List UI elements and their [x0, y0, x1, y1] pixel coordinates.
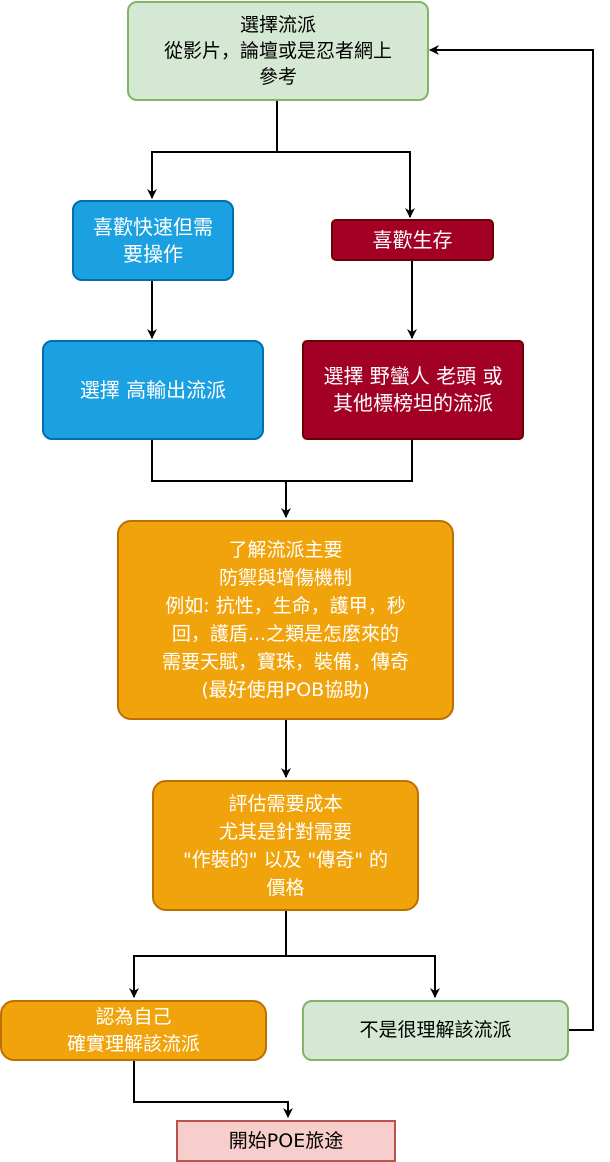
- choose-tank-node: 選擇 野蠻人 老頭 或 其他標榜坦的流派: [302, 340, 524, 440]
- understand-no-node: 不是很理解該流派: [302, 1000, 569, 1061]
- like-fast-text: 喜歡快速但需 要操作: [93, 214, 213, 266]
- edge-choose-to-survive: [277, 151, 415, 218]
- choose-build-text: 選擇流派 從影片，論壇或是忍者網上 參考: [163, 14, 392, 88]
- choose-build-node: 選擇流派 從影片，論壇或是忍者網上 參考: [127, 1, 429, 101]
- understand-defense-node: 了解流派主要 防禦與增傷機制 例如: 抗性，生命，護甲，秒 回，護盾...之類是…: [117, 520, 454, 720]
- edge-evaluate-to-no: [286, 955, 440, 998]
- evaluate-cost-node: 評估需要成本 尤其是針對需要 "作裝的" 以及 "傳奇" 的 價格: [152, 780, 419, 911]
- edge-tank-to-understand: [281, 440, 413, 518]
- edge-no-loop-back: [429, 45, 594, 1031]
- like-survive-node: 喜歡生存: [331, 219, 494, 261]
- understand-no-text: 不是很理解該流派: [359, 1019, 512, 1041]
- edge-yes-to-start: [133, 1061, 293, 1118]
- understand-yes-text: 認為自己 確實理解該流派: [66, 1005, 200, 1055]
- choose-tank-text: 選擇 野蠻人 老頭 或 其他標榜坦的流派: [323, 364, 503, 415]
- understand-defense-text: 了解流派主要 防禦與增傷機制 例如: 抗性，生命，護甲，秒 回，護盾...之類是…: [161, 539, 409, 701]
- choose-dps-text: 選擇 高輸出流派: [79, 377, 227, 402]
- evaluate-cost-text: 評估需要成本 尤其是針對需要 "作裝的" 以及 "傳奇" 的 價格: [182, 792, 389, 899]
- like-fast-node: 喜歡快速但需 要操作: [72, 200, 234, 281]
- like-survive-text: 喜歡生存: [372, 228, 453, 252]
- start-journey-text: 開始POE旅途: [228, 1130, 344, 1152]
- start-journey-node: 開始POE旅途: [176, 1120, 396, 1162]
- edge-dps-to-understand: [151, 440, 286, 482]
- choose-dps-node: 選擇 高輸出流派: [42, 340, 264, 440]
- understand-yes-node: 認為自己 確實理解該流派: [0, 1000, 267, 1061]
- edge-evaluate-to-yes: [129, 911, 287, 998]
- edge-choose-to-fast: [147, 101, 278, 199]
